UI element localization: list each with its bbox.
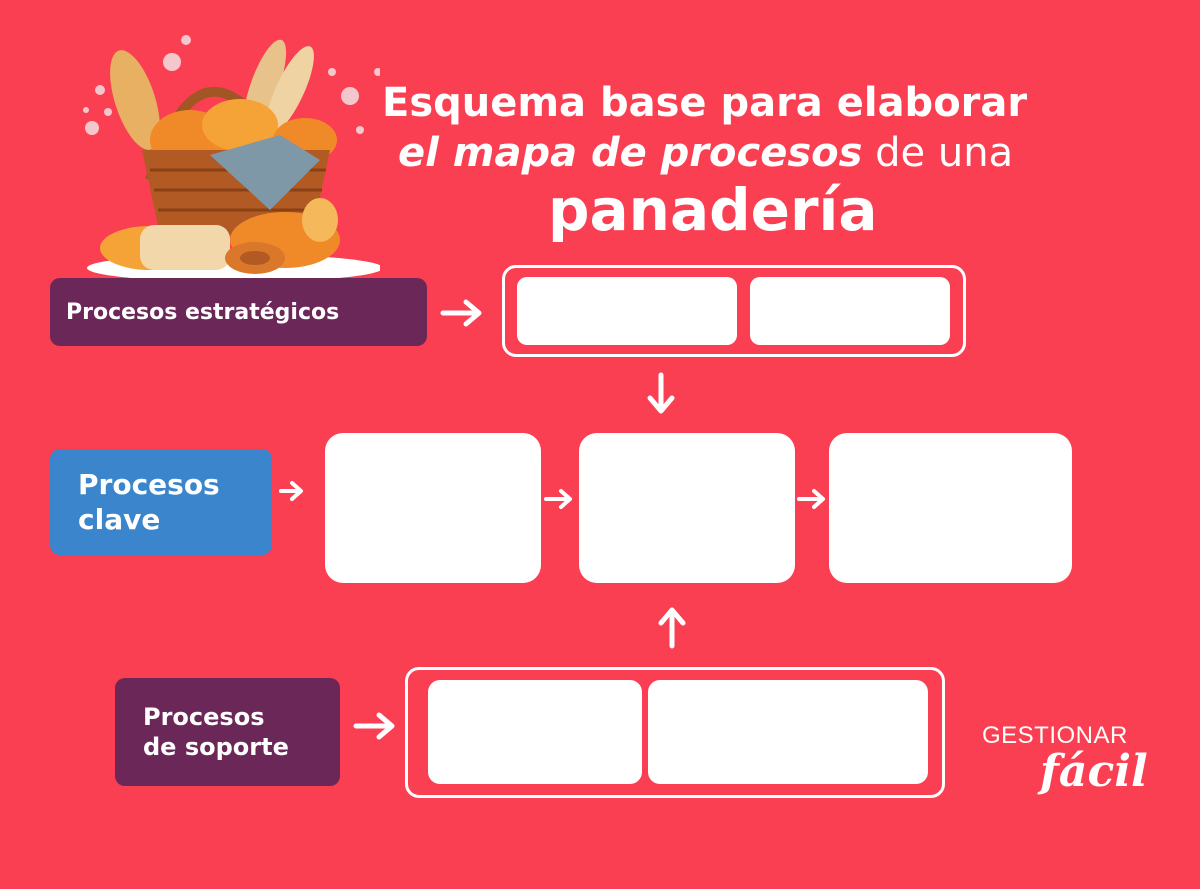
strategic-processes-group [502, 265, 966, 357]
title-line-2: el mapa de procesos de una [398, 130, 1013, 176]
arrow-icon [279, 481, 303, 501]
napkin [210, 135, 320, 210]
title-line-1: Esquema base para elaborar [382, 80, 1028, 126]
baguette [266, 46, 314, 134]
brand-logo: GESTIONAR fácil [982, 722, 1162, 822]
arrow-icon [647, 372, 675, 414]
title-line-2-rest: de una [862, 130, 1014, 176]
key-process-box [829, 433, 1072, 583]
decorative-dots [83, 35, 380, 135]
title-highlight: el mapa de procesos [398, 130, 863, 176]
label-key-text-line-2: clave [78, 503, 161, 536]
arrow-icon [797, 489, 825, 509]
label-strategic-text: Procesos estratégicos [66, 299, 340, 325]
brand-logo-top: GESTIONAR [982, 722, 1128, 749]
title-line-3: panadería [548, 176, 878, 244]
brand-logo-bottom: fácil [1040, 746, 1148, 797]
bread-loaf [140, 225, 230, 270]
arrow-icon [440, 299, 482, 327]
support-processes-group [405, 667, 945, 798]
arrow-icon [544, 489, 572, 509]
support-process-box [428, 680, 642, 784]
label-support-text-line-2: de soporte [143, 733, 289, 761]
baguette [110, 50, 160, 150]
label-support-processes: Procesos de soporte [115, 678, 340, 786]
key-process-box [325, 433, 541, 583]
label-key-processes: Procesos clave [50, 449, 272, 555]
key-process-box [579, 433, 795, 583]
label-support-text-line-1: Procesos [143, 703, 265, 731]
label-key-text-line-1: Procesos [78, 468, 220, 501]
label-strategic-processes: Procesos estratégicos [50, 278, 427, 346]
bread-basket-illustration [83, 35, 380, 282]
strategic-process-box [517, 277, 737, 345]
arrow-icon [658, 607, 686, 649]
support-process-box [648, 680, 928, 784]
strategic-process-box [750, 277, 950, 345]
arrow-icon [353, 712, 395, 740]
